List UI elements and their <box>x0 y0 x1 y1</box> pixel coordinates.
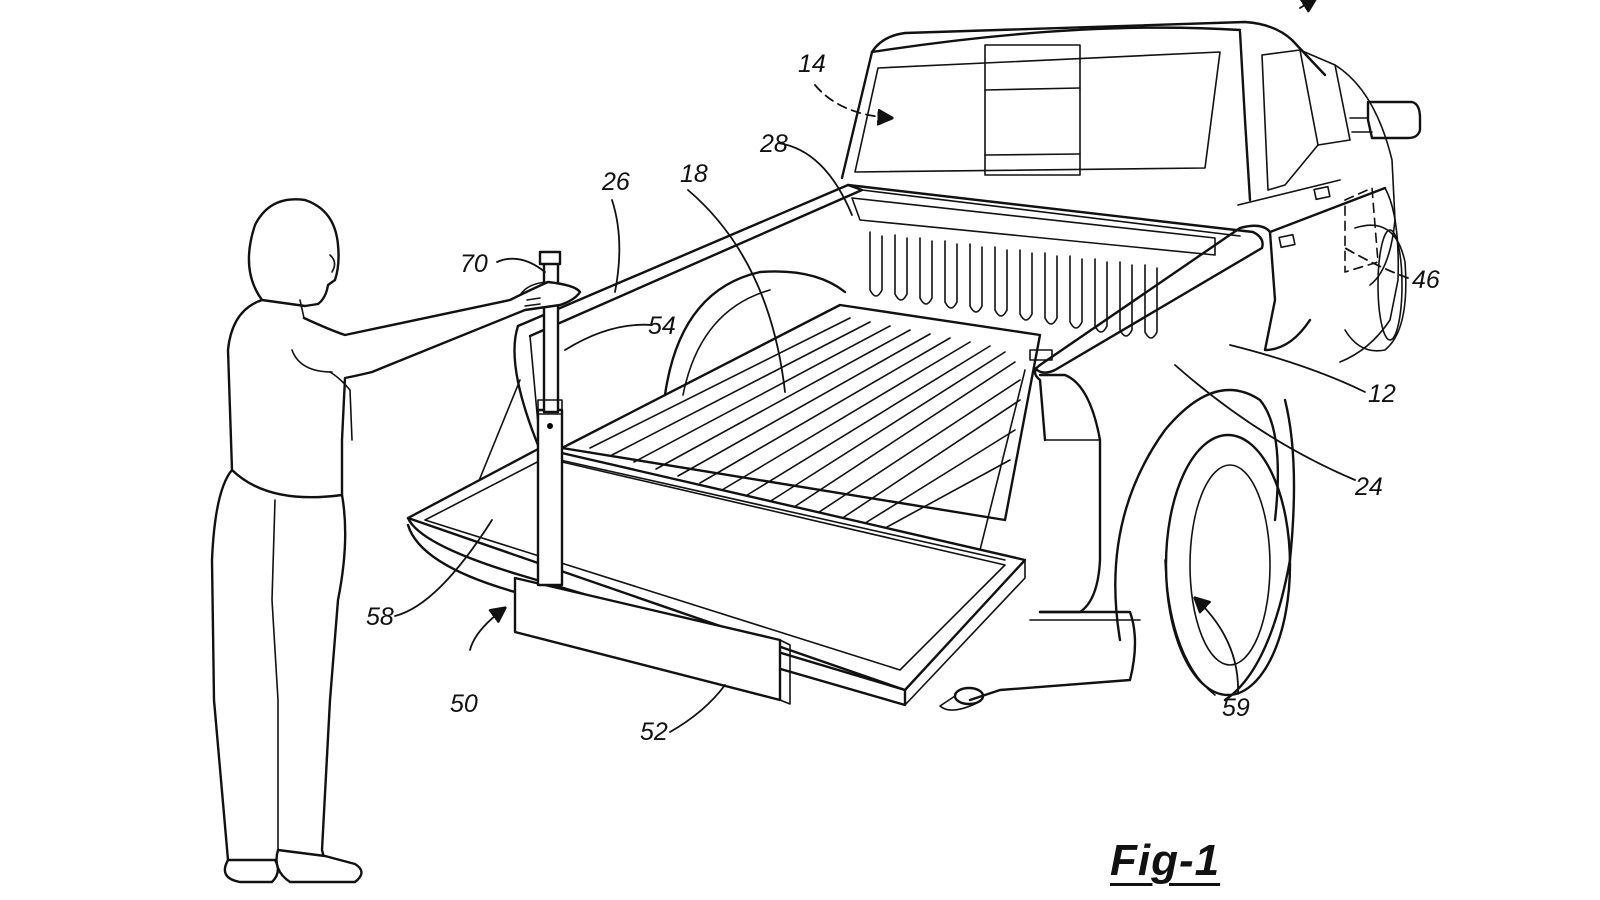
ref-28: 28 <box>759 130 788 158</box>
ref-12: 12 <box>1368 380 1396 408</box>
rear-body <box>939 373 1141 711</box>
leader-26 <box>611 199 621 293</box>
ref-50: 50 <box>450 690 478 718</box>
leader-59 <box>1195 598 1239 695</box>
ref-70: 70 <box>460 250 488 278</box>
ref-52: 52 <box>640 718 668 746</box>
leader-70 <box>496 257 546 273</box>
truck-cab <box>840 20 1422 286</box>
front-wall-ribs <box>869 231 1158 339</box>
leader-52 <box>669 684 726 733</box>
leader-46 <box>1344 247 1409 279</box>
leader-lines <box>394 0 1409 733</box>
leader-14 <box>814 84 892 118</box>
reference-numerals: 14 28 18 26 70 54 46 12 24 58 50 52 59 <box>366 50 1440 746</box>
leader-18 <box>687 189 786 393</box>
ref-46: 46 <box>1412 266 1440 294</box>
ref-59: 59 <box>1222 694 1250 722</box>
step-panel <box>513 576 791 705</box>
ref-24: 24 <box>1354 473 1383 501</box>
figure-caption: Fig-1 <box>1110 836 1221 885</box>
leader-12 <box>1229 344 1366 393</box>
bed-floor-outline <box>560 303 1042 522</box>
pickup-truck <box>406 20 1422 711</box>
door-panel-outline <box>1344 187 1379 273</box>
rear-wheel <box>1164 433 1292 697</box>
ref-26: 26 <box>601 168 630 196</box>
leader-54 <box>564 323 653 351</box>
ref-14: 14 <box>798 50 826 78</box>
rear-wheel-well <box>1114 388 1296 702</box>
truck-body <box>1033 186 1407 442</box>
side-wall-rail <box>516 183 864 338</box>
leader-50 <box>469 608 505 651</box>
person-figure <box>210 198 582 884</box>
leader-28 <box>777 142 853 216</box>
leader-top-arrow <box>1299 0 1316 8</box>
bed-floor-ribs <box>589 317 1021 534</box>
leader-58 <box>394 519 493 617</box>
leader-24 <box>1174 364 1356 481</box>
ref-18: 18 <box>680 160 708 188</box>
ref-54: 54 <box>648 312 676 340</box>
ref-58: 58 <box>366 603 394 631</box>
